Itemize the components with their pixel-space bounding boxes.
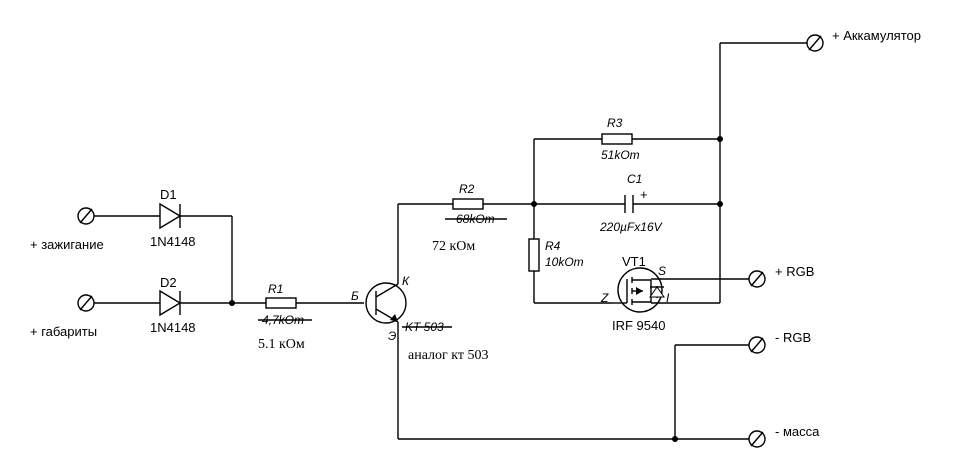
- terminal-rgb-minus: [748, 336, 766, 354]
- label-battery: + Аккамулятор: [832, 28, 921, 43]
- d1-value: 1N4148: [150, 234, 196, 249]
- r3-value: 51kOm: [601, 148, 640, 162]
- transistor-pin-b: Б: [351, 289, 359, 303]
- r4-value: 10kOm: [545, 255, 584, 269]
- label-rgb-minus: - RGB: [775, 330, 811, 345]
- label-parking-lights: + габариты: [30, 324, 97, 339]
- junction-c1-right: [717, 201, 723, 207]
- vt1-pin-z: Z: [600, 291, 609, 305]
- terminal-parking-lights: [77, 294, 95, 312]
- r1-name: R1: [268, 282, 283, 296]
- vt1-name: VT1: [622, 254, 646, 269]
- r1-note: 5.1 кОм: [258, 337, 305, 352]
- r3-name: R3: [607, 116, 623, 130]
- resistor-r4: [528, 238, 540, 272]
- transistor-pin-k: К: [402, 274, 410, 288]
- vt1-value: IRF 9540: [612, 318, 665, 333]
- c1-polarity: +: [640, 187, 648, 202]
- capacitor-c1: [534, 195, 720, 213]
- label-ground: - масса: [775, 424, 820, 439]
- c1-value: 220µFx16V: [599, 220, 663, 234]
- resistor-r1: [232, 297, 364, 309]
- terminal-ground: [748, 430, 766, 448]
- junction-ground: [672, 436, 678, 442]
- junction-c1-left: [531, 201, 537, 207]
- vt1-pin-i: I: [666, 291, 670, 305]
- d2-value: 1N4148: [150, 320, 196, 335]
- vt1-pin-s: S: [658, 264, 666, 278]
- terminal-rgb-plus: [748, 270, 766, 288]
- d2-name: D2: [160, 275, 177, 290]
- diode-d1: [94, 202, 232, 230]
- terminal-battery: [806, 34, 824, 52]
- resistor-r2: [398, 198, 534, 210]
- r2-note: 72 кОм: [432, 239, 475, 254]
- terminal-ignition: [77, 207, 95, 225]
- resistor-r3: [534, 133, 720, 145]
- mosfet-vt1: [612, 267, 749, 313]
- transistor-kt503: [365, 204, 407, 439]
- diode-d2: [94, 289, 232, 317]
- label-rgb-plus: + RGB: [775, 264, 814, 279]
- label-ignition: + зажигание: [30, 237, 104, 252]
- transistor-note: аналог кт 503: [408, 348, 489, 363]
- r4-name: R4: [545, 239, 561, 253]
- c1-name: C1: [627, 172, 642, 186]
- transistor-pin-e: Э: [388, 329, 396, 343]
- junction-r3-right: [717, 136, 723, 142]
- r2-name: R2: [459, 182, 475, 196]
- d1-name: D1: [160, 187, 177, 202]
